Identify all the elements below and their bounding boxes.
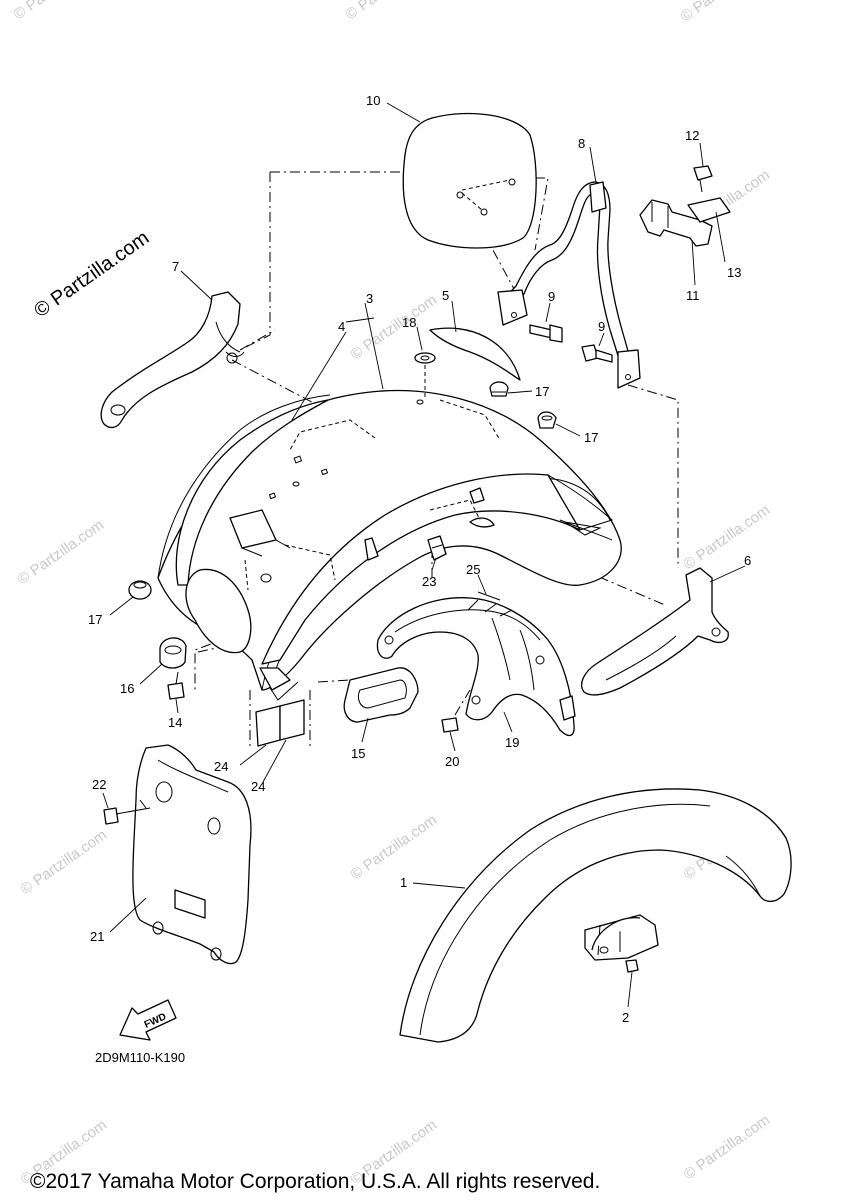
grommet-16: [159, 637, 187, 669]
callout-19: 19: [505, 735, 519, 750]
gasket-15: [343, 667, 419, 723]
callout-6: 6: [744, 553, 751, 568]
watermark-tile: © Partzilla.com: [15, 516, 108, 588]
callout-7: 7: [172, 259, 179, 274]
callout-21: 21: [90, 929, 104, 944]
bolt-9b: [581, 344, 613, 363]
screw-2: [625, 959, 639, 973]
callout-15: 15: [351, 746, 365, 761]
pad-13: [687, 197, 731, 223]
grommet-17a: [489, 381, 509, 397]
side-bracket-left: [100, 291, 245, 429]
callout-11: 11: [686, 288, 700, 303]
callout-4: 4: [338, 319, 345, 334]
inner-fender: [376, 597, 576, 737]
backrest-bar: [497, 181, 641, 389]
side-cover: [132, 744, 252, 965]
callout-2: 2: [622, 1010, 629, 1025]
leader-lines: [102, 102, 746, 1008]
callout-9b: 9: [598, 319, 605, 334]
callout-10: 10: [366, 93, 380, 108]
callout-1: 1: [400, 875, 407, 890]
rear-fender: [157, 389, 622, 701]
pads-24: [255, 699, 305, 747]
callout-25: 25: [466, 562, 480, 577]
callout-22: 22: [92, 777, 106, 792]
side-bracket-right: [581, 567, 729, 696]
watermark-tile: © Partzilla.com: [681, 501, 774, 573]
callout-8: 8: [578, 136, 585, 151]
seal-25: [477, 591, 501, 601]
callout-17b: 17: [584, 430, 598, 445]
bolt-22: [103, 807, 151, 825]
callout-17a: 17: [535, 384, 549, 399]
grommet-17c: [128, 580, 152, 600]
watermark-tile: © Partzilla.com: [678, 0, 771, 25]
callout-16: 16: [120, 681, 134, 696]
callout-5: 5: [442, 288, 449, 303]
clip-23: [427, 535, 447, 561]
callout-24a: 24: [214, 759, 228, 774]
watermark-tile: © Partzilla.com: [348, 811, 441, 883]
watermark-tile: © Partzilla.com: [18, 826, 111, 898]
bolt-9a: [529, 324, 563, 343]
diagram-code: 2D9M110-K190: [95, 1050, 185, 1065]
washer-18: [414, 352, 436, 400]
fender-trim: [429, 327, 521, 381]
callout-9a: 9: [548, 289, 555, 304]
bolt-12: [693, 165, 713, 193]
callout-14: 14: [168, 715, 182, 730]
callout-20: 20: [445, 754, 459, 769]
watermark-tile: © Partzilla.com: [11, 0, 104, 23]
callout-12: 12: [685, 128, 699, 143]
callout-13: 13: [727, 265, 741, 280]
bolt-14: [167, 671, 185, 700]
backrest-pad: [402, 112, 537, 249]
watermark-main: © Partzilla.com: [30, 227, 153, 322]
callout-18: 18: [402, 315, 416, 330]
bolt-20: [441, 717, 459, 733]
watermark-tile: © Partzilla.com: [681, 1111, 774, 1183]
callout-23: 23: [422, 574, 436, 589]
copyright-text: ©2017 Yamaha Motor Corporation, U.S.A. A…: [30, 1170, 600, 1193]
front-fender: [399, 788, 792, 1043]
callout-24b: 24: [251, 779, 265, 794]
grommet-17b: [537, 411, 557, 429]
callout-3: 3: [366, 291, 373, 306]
bracket: [639, 199, 713, 247]
watermark-tiles: © Partzilla.com © Partzilla.com © Partzi…: [11, 0, 774, 1188]
fwd-arrow-icon: FWD: [119, 999, 177, 1041]
callout-17c: 17: [88, 612, 102, 627]
callouts: 10 8 12 13 11 9 9 7 3 4 5 18 17 17 17 16…: [88, 93, 751, 1025]
watermark-tile: © Partzilla.com: [343, 0, 436, 23]
